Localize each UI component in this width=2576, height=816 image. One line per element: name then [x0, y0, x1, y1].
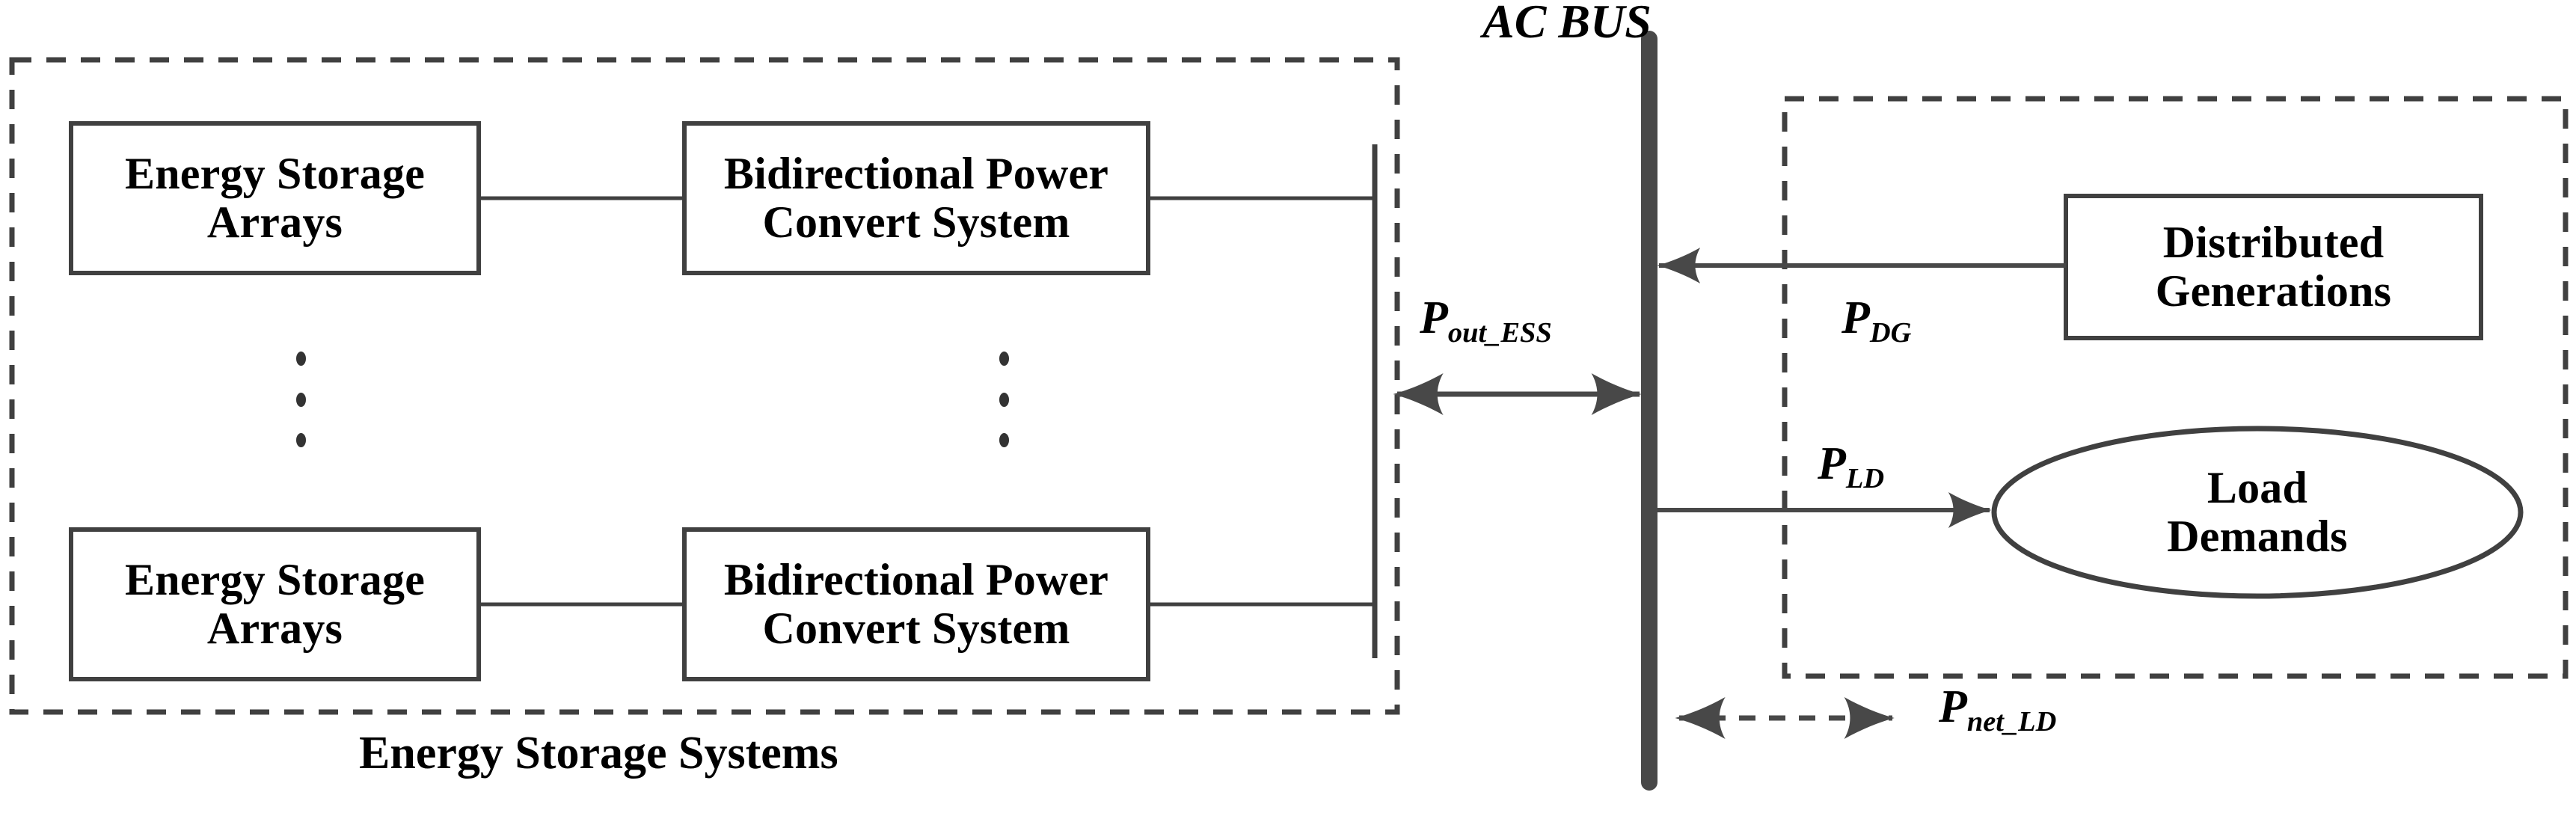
power-label-p-net-ld-sub: net_LD — [1966, 705, 2057, 737]
ac-bus-title-text: AC BUS — [1482, 0, 1652, 48]
load-demands-ellipse[interactable] — [1991, 426, 2524, 599]
ess-array-box-top[interactable] — [69, 121, 481, 275]
ellipsis-dot — [295, 433, 306, 447]
distributed-generations-label: Distributed Generations — [2066, 196, 2481, 338]
ess-array-box-bottom[interactable] — [69, 527, 481, 681]
ess-dashed-boundary — [9, 57, 1400, 715]
pcs-label-top-line2: Convert System — [762, 197, 1070, 247]
ellipsis-pcs-column — [995, 352, 1013, 447]
distributed-generations-line2: Generations — [2155, 266, 2392, 316]
ellipsis-dot — [295, 392, 306, 407]
load-demands-line1: Load — [2207, 463, 2308, 513]
power-label-p-ld-sub: LD — [1845, 462, 1885, 494]
power-label-p-out-ess-base: P — [1420, 292, 1448, 343]
ellipsis-dot — [999, 352, 1009, 366]
ess-group-caption: Energy Storage Systems — [359, 727, 838, 780]
pcs-label-bottom-line2: Convert System — [762, 604, 1070, 653]
load-demands-line2: Demands — [2167, 512, 2348, 561]
ess-array-label-top-line1: Energy Storage — [124, 149, 426, 199]
ess-array-label-bottom-line1: Energy Storage — [124, 555, 426, 605]
power-label-p-ld-base: P — [1818, 438, 1846, 489]
load-demands-label: Load Demands — [1994, 429, 2521, 596]
ellipsis-dot — [999, 433, 1009, 447]
pcs-label-top-line1: Bidirectional Power — [723, 149, 1109, 199]
power-label-p-ld: PLD — [1818, 438, 1885, 494]
ess-array-label-bottom: Energy Storage Arrays — [71, 530, 479, 679]
distributed-generations-line1: Distributed — [2162, 218, 2385, 268]
power-label-p-dg-base: P — [1841, 292, 1870, 343]
pcs-label-bottom: Bidirectional Power Convert System — [684, 530, 1148, 679]
ellipsis-esa-column — [292, 352, 310, 447]
ess-array-label-bottom-line2: Arrays — [206, 604, 343, 653]
ess-array-label-top: Energy Storage Arrays — [71, 123, 479, 273]
power-label-p-net-ld-base: P — [1939, 681, 1967, 732]
power-label-p-out-ess: Pout_ESS — [1420, 292, 1552, 349]
power-label-p-out-ess-sub: out_ESS — [1447, 316, 1552, 349]
pcs-box-bottom[interactable] — [682, 527, 1150, 681]
power-label-p-dg-sub: DG — [1869, 316, 1912, 349]
power-label-p-dg: PDG — [1841, 292, 1911, 349]
ac-bus-title: AC BUS — [1482, 0, 1652, 49]
distributed-generations-box[interactable] — [2064, 194, 2483, 340]
power-label-p-net-ld: Pnet_LD — [1939, 681, 2057, 737]
ess-array-label-top-line2: Arrays — [206, 197, 343, 247]
ess-group-caption-text: Energy Storage Systems — [359, 728, 838, 779]
ellipsis-dot — [295, 352, 306, 366]
dg-load-dashed-boundary — [1782, 96, 2569, 679]
pcs-label-bottom-line1: Bidirectional Power — [723, 555, 1109, 605]
pcs-label-top: Bidirectional Power Convert System — [684, 123, 1148, 273]
ellipsis-dot — [999, 392, 1009, 407]
